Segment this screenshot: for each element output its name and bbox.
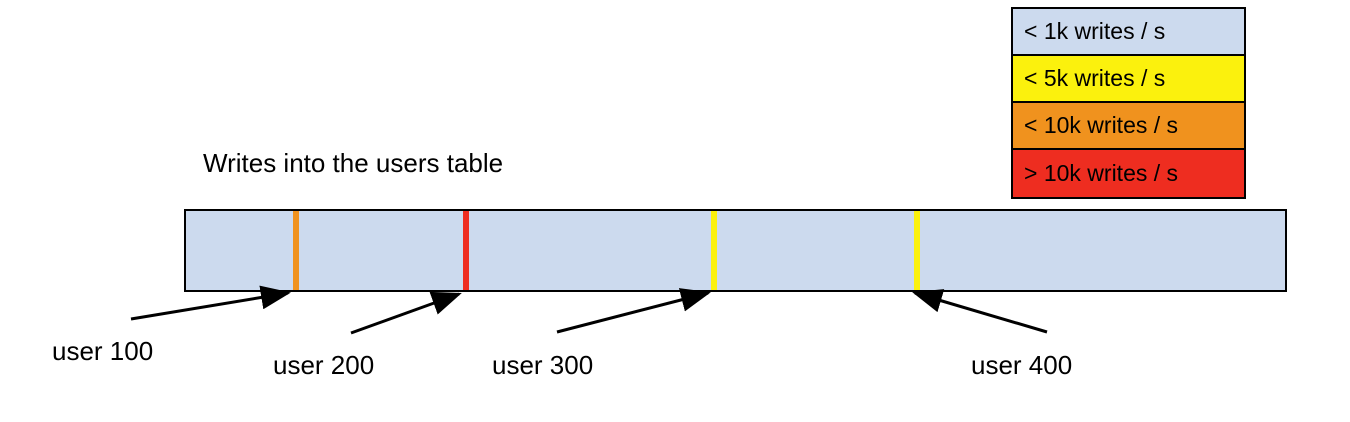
legend-entry-0: < 1k writes / s — [1013, 9, 1244, 56]
marker-stripe-3 — [913, 211, 920, 290]
legend-entry-3: > 10k writes / s — [1013, 150, 1244, 197]
legend-entry-label: < 10k writes / s — [1024, 112, 1179, 138]
marker-label-user-100: user 100 — [52, 336, 154, 366]
chart-title: Writes into the users table — [203, 148, 504, 178]
arrow-user-200 — [350, 291, 462, 335]
legend-entry-label: < 1k writes / s — [1024, 18, 1166, 44]
users-table-bar — [184, 209, 1287, 292]
arrow-user-100 — [130, 285, 291, 321]
marker-stripe-2 — [711, 211, 718, 290]
marker-label-user-400: user 400 — [971, 350, 1073, 380]
arrow-user-300 — [556, 288, 711, 334]
legend: < 1k writes / s < 5k writes / s < 10k wr… — [1011, 7, 1246, 199]
arrow-user-400 — [912, 289, 1048, 334]
marker-stripe-1 — [462, 211, 469, 290]
marker-label-user-200: user 200 — [273, 350, 375, 380]
marker-stripe-0 — [292, 211, 299, 290]
legend-entry-label: > 10k writes / s — [1024, 160, 1179, 186]
legend-entry-2: < 10k writes / s — [1013, 103, 1244, 150]
marker-label-user-300: user 300 — [492, 350, 594, 380]
legend-entry-1: < 5k writes / s — [1013, 56, 1244, 103]
legend-entry-label: < 5k writes / s — [1024, 65, 1166, 91]
